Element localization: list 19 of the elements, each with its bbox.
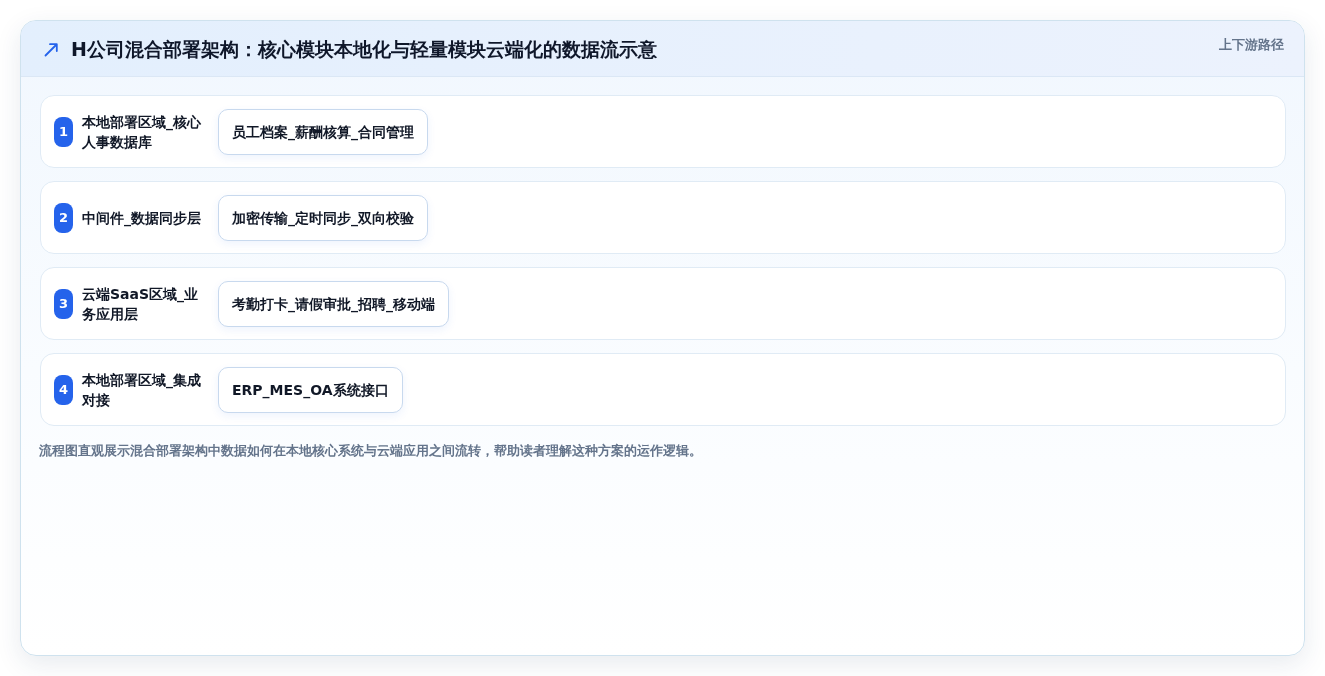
header-note: 上下游路径	[1219, 36, 1284, 54]
process-box: 员工档案_薪酬核算_合同管理	[218, 108, 428, 155]
lane-label: 云端SaaS区域_业务应用层	[82, 284, 200, 324]
lane-label: 中间件_数据同步层	[82, 208, 202, 228]
step-number: 3	[54, 288, 73, 319]
caption-text: 流程图直观展示混合部署架构中数据如何在本地核心系统与云端应用之间流转，帮助读者理解这种方案的运作逻辑。	[39, 442, 702, 460]
process-box: 加密传输_定时同步_双向校验	[218, 194, 428, 241]
step-number: 4	[54, 374, 73, 405]
lane-band	[40, 267, 1286, 340]
title-text: H公司混合部署架构：核心模块本地化与轻量模块云端化的数据流示意	[71, 37, 657, 62]
process-box: ERP_MES_OA系统接口	[218, 366, 403, 413]
process-box: 考勤打卡_请假审批_招聘_移动端	[218, 280, 449, 327]
lane-band	[40, 181, 1286, 254]
lane-label: 本地部署区域_核心人事数据库	[82, 112, 202, 152]
step-number: 1	[54, 116, 73, 147]
lane-band	[40, 353, 1286, 426]
step-number: 2	[54, 202, 73, 233]
lane-band	[40, 95, 1286, 168]
lane-label: 本地部署区域_集成对接	[82, 370, 202, 410]
